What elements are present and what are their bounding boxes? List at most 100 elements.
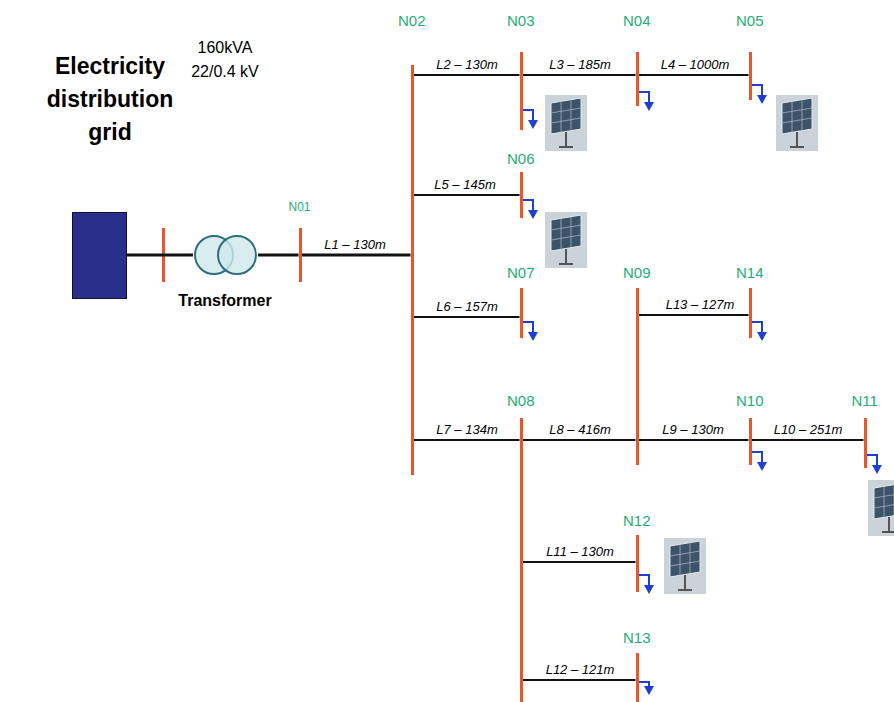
cable-line bbox=[302, 255, 411, 256]
pv-panel bbox=[776, 95, 818, 151]
line-label: L4 – 1000m bbox=[659, 57, 732, 73]
node-label: N05 bbox=[736, 12, 764, 30]
cable-segment bbox=[639, 74, 749, 76]
busbar bbox=[520, 52, 523, 130]
bus-node: N11 bbox=[852, 392, 879, 468]
transformer-coils bbox=[193, 233, 258, 277]
cable-segment bbox=[414, 439, 520, 441]
line-label: L10 – 251m bbox=[772, 422, 845, 438]
line-label: L2 – 130m bbox=[434, 57, 499, 73]
cable-line bbox=[258, 255, 299, 256]
bus-node: N03 bbox=[507, 12, 535, 130]
load-arrowhead bbox=[528, 210, 538, 219]
pv-panel bbox=[545, 95, 587, 151]
bus-node: N06 bbox=[507, 150, 535, 218]
cable-segment bbox=[523, 561, 636, 563]
node-label: N03 bbox=[507, 12, 535, 30]
node-label: N12 bbox=[623, 512, 651, 530]
bus-node: N04 bbox=[623, 12, 651, 106]
busbar bbox=[636, 288, 639, 465]
bus-node: N08 bbox=[507, 392, 535, 702]
grid-node: Electricity distribution grid bbox=[20, 50, 200, 297]
grid-box bbox=[72, 212, 127, 299]
load-arrowhead bbox=[872, 465, 882, 474]
bus-node: N02 bbox=[398, 12, 426, 475]
line-label: L8 – 416m bbox=[547, 422, 612, 438]
load-arrowhead bbox=[644, 102, 654, 111]
bus-node: N13 bbox=[623, 629, 651, 702]
bus-node: N10 bbox=[736, 392, 764, 465]
load-arrowhead bbox=[757, 95, 767, 104]
bus-node: N05 bbox=[736, 12, 764, 100]
line-label: L1 – 130m bbox=[322, 237, 387, 253]
cable-segment bbox=[523, 439, 636, 441]
cable-line bbox=[639, 75, 749, 76]
cable-line bbox=[127, 255, 193, 256]
cable-line bbox=[414, 440, 520, 441]
cable-line bbox=[523, 562, 636, 563]
node-label: N09 bbox=[623, 264, 651, 282]
transformer-node: 160kVA 22/0.4 kV Transformer bbox=[160, 30, 290, 322]
cable-segment bbox=[639, 314, 749, 316]
busbar bbox=[749, 52, 752, 100]
busbar bbox=[636, 535, 639, 592]
line-label: L7 – 134m bbox=[434, 422, 499, 438]
line-label: L5 – 145m bbox=[432, 177, 497, 193]
line-label: L13 – 127m bbox=[664, 297, 737, 313]
node-label: N11 bbox=[852, 392, 878, 410]
transformer-symbol bbox=[193, 233, 258, 277]
load-arrowhead bbox=[644, 686, 654, 695]
cable-segment bbox=[302, 254, 411, 257]
load-arrowhead bbox=[757, 332, 767, 341]
cable-line bbox=[414, 75, 520, 76]
line-label: L6 – 157m bbox=[434, 299, 499, 315]
node-label: N02 bbox=[398, 12, 426, 30]
load-arrowhead bbox=[644, 585, 654, 594]
busbar bbox=[636, 52, 639, 106]
node-label: N07 bbox=[507, 264, 535, 282]
busbar bbox=[299, 228, 302, 282]
bus-node: N14 bbox=[736, 264, 764, 338]
pv-panel bbox=[545, 212, 587, 268]
busbar bbox=[636, 653, 639, 702]
node-label: N01 bbox=[289, 198, 311, 216]
cable-segment bbox=[523, 679, 636, 681]
node-label: N14 bbox=[736, 264, 764, 282]
cable-line bbox=[414, 195, 520, 196]
transformer-coil bbox=[218, 236, 256, 274]
line-label: L11 – 130m bbox=[544, 544, 616, 560]
cable-line bbox=[639, 440, 749, 441]
line-label: L9 – 130m bbox=[660, 422, 725, 438]
cable-line bbox=[414, 317, 520, 318]
cable-segment bbox=[414, 194, 520, 196]
transformer-rating: 160kVA 22/0.4 kV bbox=[175, 36, 275, 84]
cable-segment bbox=[639, 439, 749, 441]
cable-line bbox=[523, 680, 636, 681]
cable-segment bbox=[752, 439, 864, 441]
cable-segment bbox=[523, 74, 636, 76]
load-arrowhead bbox=[528, 332, 538, 341]
node-label: N13 bbox=[623, 629, 651, 647]
cable-line bbox=[523, 75, 636, 76]
line-label: L12 – 121m bbox=[544, 662, 617, 678]
cable-line bbox=[752, 440, 864, 441]
grid-title: Electricity distribution grid bbox=[30, 50, 190, 149]
bus-node: N07 bbox=[507, 264, 535, 338]
cable-line bbox=[523, 440, 636, 441]
busbar bbox=[864, 418, 867, 468]
cable-line bbox=[639, 315, 749, 316]
node-label: N10 bbox=[736, 392, 764, 410]
load-arrowhead bbox=[528, 120, 538, 129]
busbar bbox=[520, 418, 523, 702]
node-label: N06 bbox=[507, 150, 535, 168]
pv-panel bbox=[868, 480, 894, 536]
busbar bbox=[411, 65, 414, 475]
cable-segment bbox=[414, 316, 520, 318]
busbar bbox=[749, 288, 752, 338]
bus-node: N09 bbox=[623, 264, 651, 465]
transformer-label: Transformer bbox=[160, 292, 290, 310]
busbar bbox=[520, 288, 523, 338]
node-label: N04 bbox=[623, 12, 651, 30]
line-label: L3 – 185m bbox=[547, 57, 612, 73]
